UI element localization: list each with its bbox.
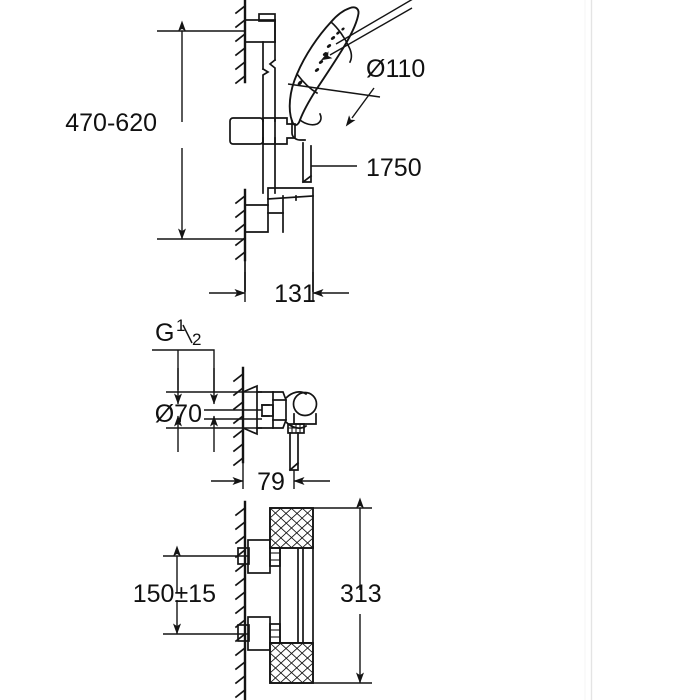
dim-label-thread-g-half: G 1 2 bbox=[155, 316, 201, 349]
shower-hose bbox=[301, 142, 313, 184]
dim-label-313: 313 bbox=[340, 580, 382, 608]
wall-bottom bbox=[234, 500, 247, 700]
mixer-upper-handle bbox=[269, 507, 314, 549]
dim-79 bbox=[211, 462, 330, 489]
hose-knurled-collar bbox=[287, 423, 305, 434]
middle-view-dimensions bbox=[152, 349, 330, 489]
dim-label-150-pm-15: 150±15 bbox=[133, 580, 216, 608]
dim-label-1750: 1750 bbox=[366, 154, 422, 182]
dim-label-470-620: 470-620 bbox=[65, 109, 157, 137]
dim-313 bbox=[313, 497, 372, 684]
middle-view-wall-valve bbox=[232, 366, 318, 472]
bottom-view-thermostatic-mixer bbox=[234, 500, 314, 700]
thread-letter: G bbox=[155, 319, 174, 347]
dim-131 bbox=[209, 272, 349, 302]
dim-470-620 bbox=[157, 20, 245, 240]
top-view-shower-rail-set bbox=[229, 0, 360, 292]
mixer-lower-handle bbox=[269, 642, 314, 684]
dim-150-pm-15 bbox=[163, 545, 248, 635]
dim-diameter-70 bbox=[166, 368, 262, 452]
thread-denominator: 2 bbox=[192, 330, 201, 349]
hand-shower bbox=[288, 6, 360, 141]
knurl-hatch-upper bbox=[269, 507, 314, 549]
page-divider bbox=[584, 0, 593, 700]
dim-label-diameter-110: Ø110 bbox=[366, 55, 425, 83]
dim-label-diameter-70: Ø70 bbox=[155, 400, 202, 428]
knurl-hatch-lower bbox=[269, 642, 314, 684]
top-view-dimensions bbox=[157, 0, 413, 302]
dim-diameter-110 bbox=[287, 0, 413, 127]
shower-rail-tube bbox=[261, 41, 277, 194]
bottom-view-dimensions bbox=[163, 497, 372, 684]
valve-body bbox=[261, 391, 287, 429]
thread-numerator: 1 bbox=[176, 316, 185, 335]
dim-label-79: 79 bbox=[257, 468, 285, 496]
dim-label-131: 131 bbox=[274, 280, 316, 308]
